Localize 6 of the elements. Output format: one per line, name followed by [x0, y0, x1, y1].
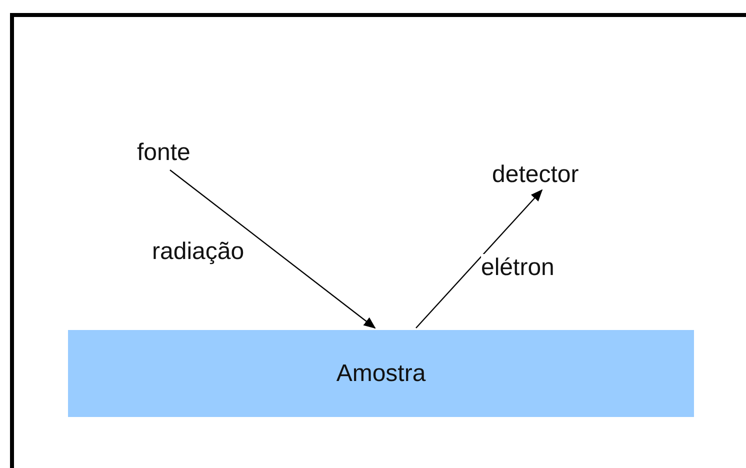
node-label: detector	[492, 161, 579, 189]
arrow	[170, 170, 376, 329]
sample-label: Amostra	[336, 360, 426, 388]
node-label: fonte	[137, 139, 190, 167]
arrow	[416, 189, 543, 328]
sample-box	[68, 330, 694, 417]
